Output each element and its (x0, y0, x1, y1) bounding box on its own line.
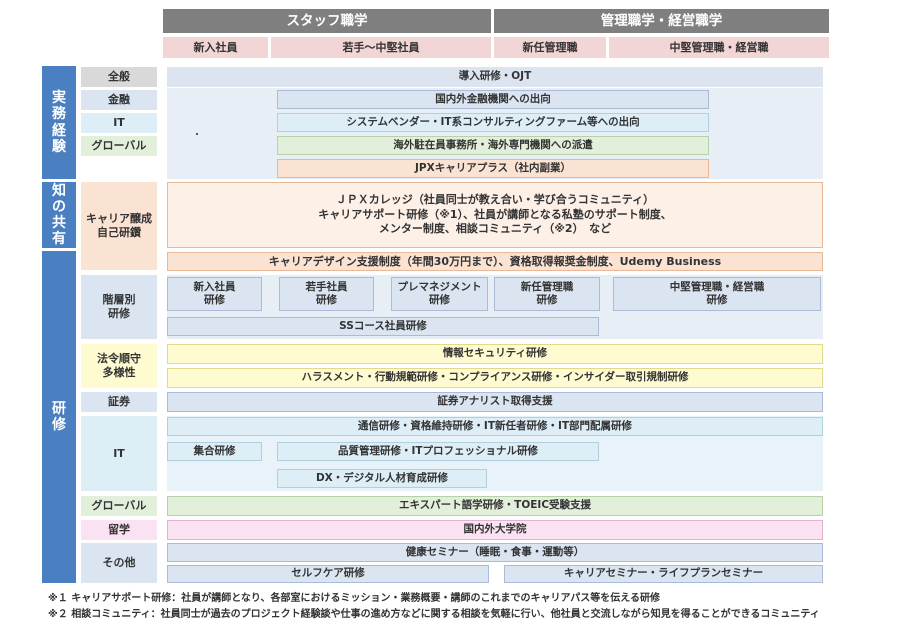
footnote-1: ※１ キャリアサポート研修：社員が講師となり、各部室におけるミッション・業務概要… (48, 593, 661, 604)
category-securities: 証券 (81, 392, 157, 412)
item-it-secondment: システムベンダー・IT系コンサルティングファーム等への出向 (277, 113, 709, 132)
item-rank-young: 若手社員 研修 (279, 277, 374, 311)
section-knowledge: 知 の 共 有 (42, 182, 76, 248)
item-rank-mid-manager: 中堅管理職・経営職 研修 (613, 277, 821, 311)
item-health-seminar: 健康セミナー（睡眠・食事・運動等） (167, 543, 823, 562)
category-it-training: IT (81, 416, 157, 491)
item-rank-new-manager: 新任管理職 研修 (494, 277, 600, 311)
section-training: 研 修 (42, 251, 76, 583)
dot-marker (196, 133, 198, 135)
category-compliance: 法令順守 多様性 (81, 344, 157, 388)
col-mid-manager: 中堅管理職・経営職 (609, 37, 829, 58)
category-global: グローバル (81, 136, 157, 156)
col-new-manager: 新任管理職 (494, 37, 606, 58)
item-quality: 品質管理研修・ITプロフェッショナル研修 (277, 442, 599, 461)
item-selfcare: セルフケア研修 (167, 565, 489, 583)
section-experience: 実 務 経 験 (42, 66, 76, 179)
item-overseas: 海外駐在員事務所・海外専門機関への派遣 (277, 136, 709, 155)
item-ss-course: SSコース社員研修 (167, 317, 599, 336)
item-analyst: 証券アナリスト取得支援 (167, 392, 823, 412)
col-young-mid: 若手～中堅社員 (271, 37, 491, 58)
header-staff: スタッフ職学 (163, 9, 491, 33)
category-other: その他 (81, 543, 157, 583)
item-ojt: 導入研修・OJT (167, 67, 823, 87)
category-study-abroad: 留学 (81, 520, 157, 540)
category-global-training: グローバル (81, 496, 157, 516)
category-general: 全般 (81, 67, 157, 87)
header-management: 管理職学・経営職学 (494, 9, 829, 33)
item-jpx-college: ＪＰＸカレッジ（社員同士が教え合い・学び合うコミュニティ） キャリアサポート研修… (167, 182, 823, 248)
item-rank-pre: プレマネジメント 研修 (391, 277, 488, 311)
item-it-comm: 通信研修・資格維持研修・IT新任者研修・IT部門配属研修 (167, 417, 823, 436)
item-language: エキスパート語学研修・TOEIC受験支援 (167, 496, 823, 516)
item-career-seminar: キャリアセミナー・ライフプランセミナー (504, 565, 823, 583)
item-grad-school: 国内外大学院 (167, 520, 823, 540)
item-harassment: ハラスメント・行動規範研修・コンプライアンス研修・インサイダー取引規制研修 (167, 368, 823, 388)
item-dx: DX・デジタル人材育成研修 (277, 469, 487, 488)
category-finance: 金融 (81, 90, 157, 110)
item-rank-new: 新入社員 研修 (167, 277, 262, 311)
item-side-job: JPXキャリアプラス（社内副業） (277, 159, 709, 178)
item-finance-secondment: 国内外金融機関への出向 (277, 90, 709, 109)
col-new-employee: 新入社員 (163, 37, 268, 58)
footnote-2: ※２ 相談コミュニティ：社員同士が過去のプロジェクト経験談や仕事の進め方などに関… (48, 609, 820, 620)
item-career-design: キャリアデザイン支援制度（年間30万円まで）、資格取得報奨金制度、Udemy B… (167, 252, 823, 271)
category-it: IT (81, 113, 157, 133)
item-info-security: 情報セキュリティ研修 (167, 344, 823, 364)
category-career: キャリア醸成 自己研鑽 (81, 182, 157, 270)
item-group-training: 集合研修 (167, 442, 262, 461)
category-rank: 階層別 研修 (81, 275, 157, 339)
